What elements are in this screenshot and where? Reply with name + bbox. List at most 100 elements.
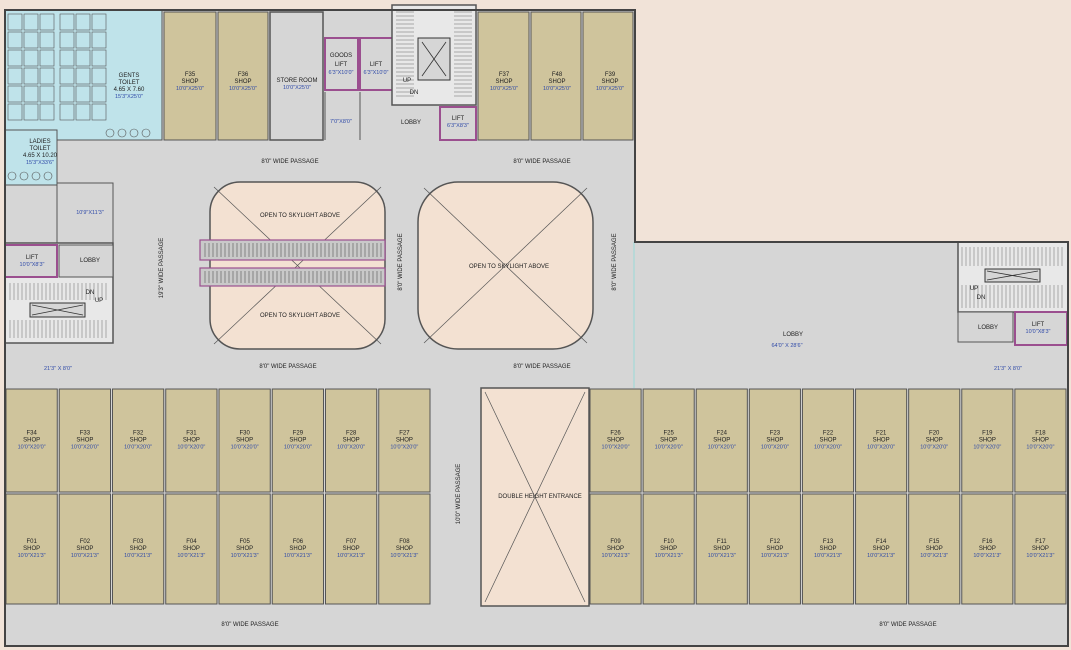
shop-F36[interactable]: F36 SHOP 10'0"X25'0" <box>217 11 269 141</box>
shop-type: SHOP <box>766 438 783 444</box>
passage-label: 8'0" WIDE PASSAGE <box>513 159 570 165</box>
shop-F35[interactable]: F35 SHOP 10'0"X25'0" <box>163 11 217 141</box>
shop-type: SHOP <box>236 546 253 552</box>
shop-dim: 10'0"X25'0" <box>176 86 204 92</box>
shop-dim: 10'0"X20'0" <box>655 445 683 451</box>
stair-up: UP <box>95 298 103 304</box>
shop-dim: 10'0"X21'3" <box>177 553 205 559</box>
shop-id: F01 <box>26 539 37 545</box>
left-lift[interactable]: LIFT 10'0"X8'3" <box>4 244 58 278</box>
skylight-label: OPEN TO SKYLIGHT ABOVE <box>469 264 549 270</box>
right-lift[interactable]: LIFT 10'0"X8'3" <box>1014 311 1068 346</box>
shop-F48[interactable]: F48 SHOP 10'0"X25'0" <box>530 11 582 141</box>
shop-id: F11 <box>717 539 728 545</box>
corridor-dim: 7'0"X8'0" <box>330 119 352 125</box>
shop-F37[interactable]: F37 SHOP 10'0"X25'0" <box>477 11 530 141</box>
shop-type: SHOP <box>713 546 730 552</box>
shop-type: SHOP <box>819 546 836 552</box>
gents-toilet-size: 4.65 X 7.60 <box>114 87 145 93</box>
shop-dim: 10'0"X20'0" <box>284 445 312 451</box>
shop-type: SHOP <box>766 546 783 552</box>
shop-type: SHOP <box>181 79 198 85</box>
shop-id: F10 <box>663 539 674 545</box>
ladies-toilet-size: 4.65 X 10.20 <box>23 153 58 159</box>
shop-type: SHOP <box>660 438 677 444</box>
stair-dn: DN <box>410 90 419 96</box>
shop-type: SHOP <box>23 546 40 552</box>
shop-id: F25 <box>663 431 674 437</box>
shop-F39[interactable]: F39 SHOP 10'0"X25'0" <box>582 11 634 141</box>
corridor-dim: 10'9"X11'3" <box>76 210 104 216</box>
right-bottom-dim: 21'3" X 8'0" <box>994 366 1022 372</box>
shop-dim: 10'0"X21'3" <box>655 553 683 559</box>
shop-id: F29 <box>293 431 304 437</box>
passenger-lift[interactable]: LIFT 6'3"X10'0" <box>359 37 394 91</box>
shop-type: SHOP <box>1032 546 1049 552</box>
goods-lift-label1: GOODS <box>330 53 352 59</box>
shop-type: SHOP <box>183 438 200 444</box>
shop-dim: 10'0"X20'0" <box>177 445 205 451</box>
shop-dim: 10'0"X21'3" <box>1026 553 1054 559</box>
main-lobby-dim: 64'0" X 28'6" <box>771 343 802 349</box>
shop-dim: 10'0"X20'0" <box>867 445 895 451</box>
shop-dim: 10'0"X20'0" <box>708 445 736 451</box>
shop-dim: 10'0"X21'3" <box>337 553 365 559</box>
double-height-entrance[interactable]: DOUBLE HEIGHT ENTRANCE <box>480 387 590 607</box>
top-stair-core: UP DN LOBBY <box>391 4 477 126</box>
shop-type: SHOP <box>819 438 836 444</box>
passage-label: 10'0" WIDE PASSAGE <box>456 464 462 525</box>
lift-label: LIFT <box>1032 322 1045 328</box>
shop-type: SHOP <box>130 438 147 444</box>
stair-up: UP <box>970 286 978 292</box>
lift-dim: 6'3"X8'3" <box>447 123 469 129</box>
shop-dim: 10'0"X21'3" <box>602 553 630 559</box>
goods-lift-label2: LIFT <box>335 62 348 68</box>
goods-lift[interactable]: GOODS LIFT 6'3"X10'0" <box>324 37 359 91</box>
shop-id: F35 <box>185 72 196 78</box>
store-room[interactable]: STORE ROOM 10'0"X25'0" <box>269 11 324 141</box>
shop-id: F07 <box>346 539 357 545</box>
right-lobby-label: LOBBY <box>978 325 998 331</box>
shop-dim: 10'0"X20'0" <box>71 445 99 451</box>
top-stair-lift[interactable]: LIFT 6'3"X8'3" <box>439 106 477 141</box>
shop-id: F34 <box>26 431 37 437</box>
shop-dim: 10'0"X21'3" <box>973 553 1001 559</box>
shop-id: F27 <box>399 431 410 437</box>
shop-id: F33 <box>80 431 91 437</box>
shop-id: F17 <box>1035 539 1046 545</box>
